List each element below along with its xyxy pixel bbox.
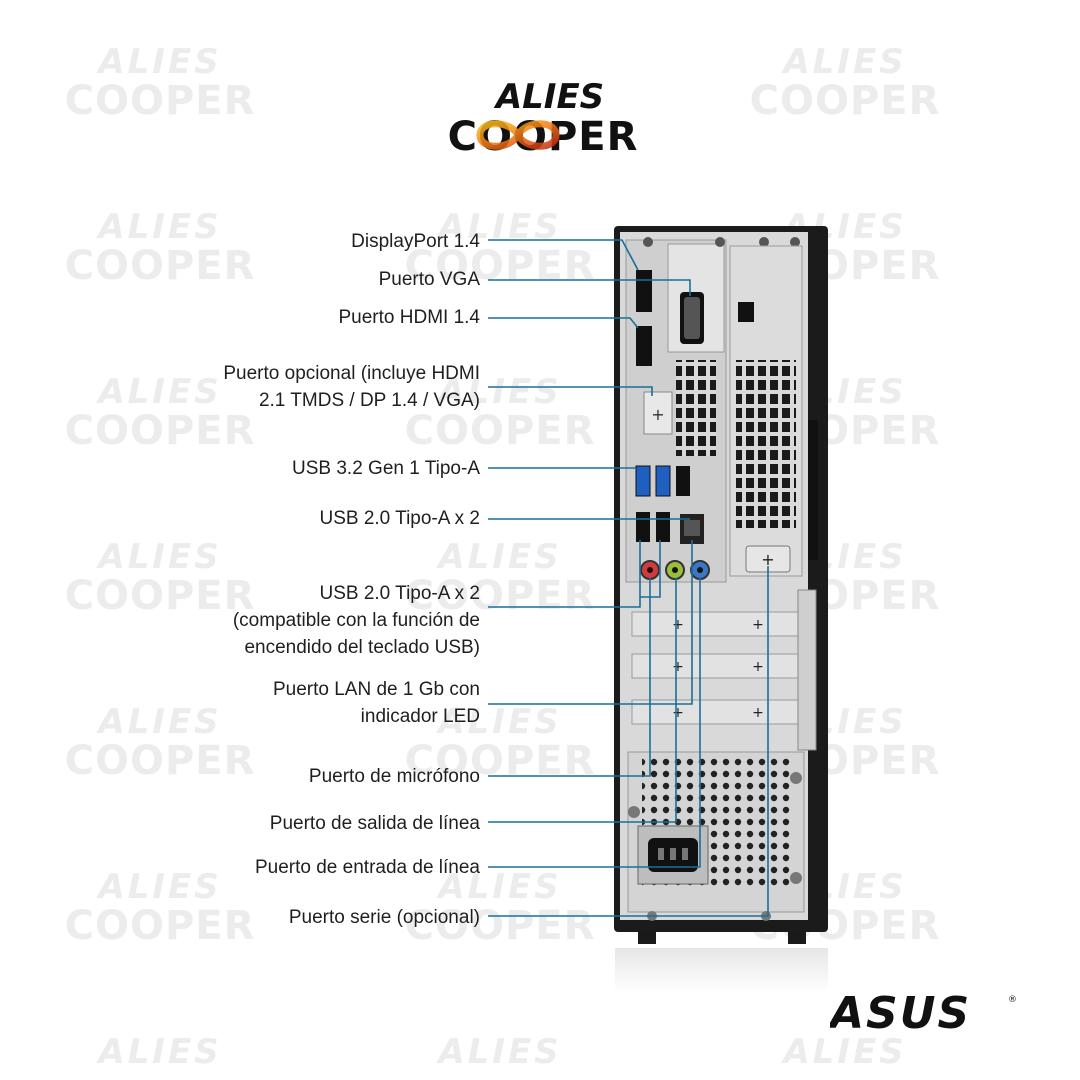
leader-lines [488,239,769,917]
plus-icon: + [752,705,764,721]
power-pin [670,848,676,860]
io-vents [676,360,716,456]
alies-cooper-logo: ALIES COOPER [448,77,638,160]
screw [759,237,769,247]
screw [643,237,653,247]
leader-hdmi [488,317,639,329]
side-tab [808,420,818,560]
plus-icon: + [672,705,684,721]
screw [790,772,802,784]
expansion-slot [631,653,803,679]
leader-vga [488,279,691,296]
label-displayport: DisplayPort 1.4 [351,231,480,252]
screw [790,872,802,884]
logo-line1: ALIES [493,77,604,117]
registered-mark: ® [1008,995,1017,1005]
label-vga: Puerto VGA [378,269,480,290]
usb32-port [635,465,651,497]
main-vents [736,360,796,528]
label-line-in: Puerto de entrada de línea [254,857,480,878]
leader-usb20-wake [488,540,641,608]
plus-icon: + [752,617,764,633]
plus-icon: + [672,659,684,675]
plus-icon: + [672,617,684,633]
leader-lan [488,540,693,705]
hdmi-port [636,326,652,366]
slot-bracket [797,589,817,751]
usb32-port [655,465,671,497]
label-hdmi: Puerto HDMI 1.4 [338,307,481,328]
lan-opening [684,520,700,536]
line-in-jack-hole [697,567,703,573]
watermark: ALIES [438,1032,562,1072]
asus-logo: ASUS ® [830,990,1017,1032]
label-serial: Puerto serie (opcional) [288,907,480,928]
leader-serial [488,566,769,917]
optional-port-plate [643,391,673,435]
line-out-jack-hole [672,567,678,573]
displayport-port [636,270,652,312]
usb20-port [636,512,650,542]
plus-icon: + [651,405,664,424]
label-usb20-wake: USB 2.0 Tipo-A x 2 (compatible con la fu… [232,583,480,658]
plus-icon: + [752,659,764,675]
label-line-out: Puerto de salida de línea [269,813,480,834]
vga-pins [684,297,700,339]
label-usb20: USB 2.0 Tipo-A x 2 [319,508,480,529]
expansion-slot [631,611,803,637]
square-cutout [738,302,754,322]
leader-usb20-wake-2 [640,540,661,598]
usb-port [676,466,690,496]
watermark: ALIES [783,1032,907,1072]
leader-mic [488,578,651,777]
leader-line-out [488,578,677,823]
watermark: ALIES [98,1032,222,1072]
label-mic: Puerto de micrófono [308,766,480,787]
label-lan: Puerto LAN de 1 Gb con indicador LED [272,679,480,727]
asus-wordmark: ASUS [830,990,971,1032]
usb20-port [656,512,670,542]
leader-optional-port [488,386,653,396]
leader-line-in [488,578,701,868]
plus-icon: + [761,550,774,569]
screw [715,237,725,247]
power-pin [682,848,688,860]
floor-reflection [615,948,828,993]
screw [628,806,640,818]
leader-displayport [488,239,639,271]
screw [790,237,800,247]
infinity-icon [476,120,560,150]
label-optional-port: Puerto opcional (incluye HDMI 2.1 TMDS /… [223,363,480,411]
mic-jack-hole [647,567,653,573]
power-pin [658,848,664,860]
label-usb32: USB 3.2 Gen 1 Tipo-A [292,458,480,479]
